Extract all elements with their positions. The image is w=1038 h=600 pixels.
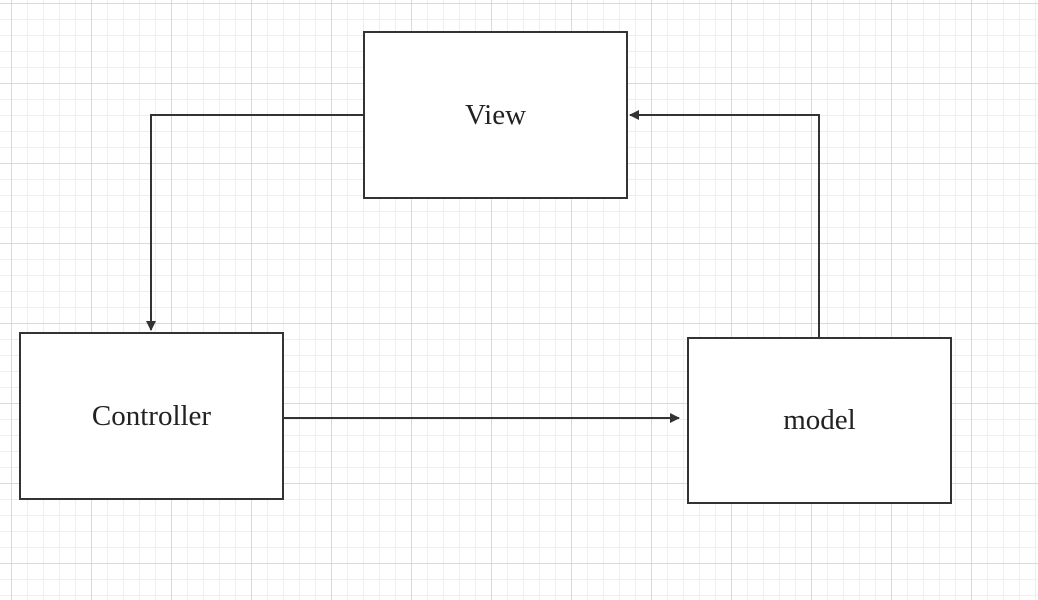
controller-node[interactable]: Controller — [19, 332, 284, 500]
edge-model-to-view — [629, 110, 820, 337]
view-node[interactable]: View — [363, 31, 628, 199]
edge-view-to-controller — [146, 114, 363, 331]
model-node[interactable]: model — [687, 337, 952, 504]
controller-node-label: Controller — [91, 399, 212, 432]
view-node-label: View — [464, 98, 527, 131]
model-node-label: model — [783, 404, 856, 436]
